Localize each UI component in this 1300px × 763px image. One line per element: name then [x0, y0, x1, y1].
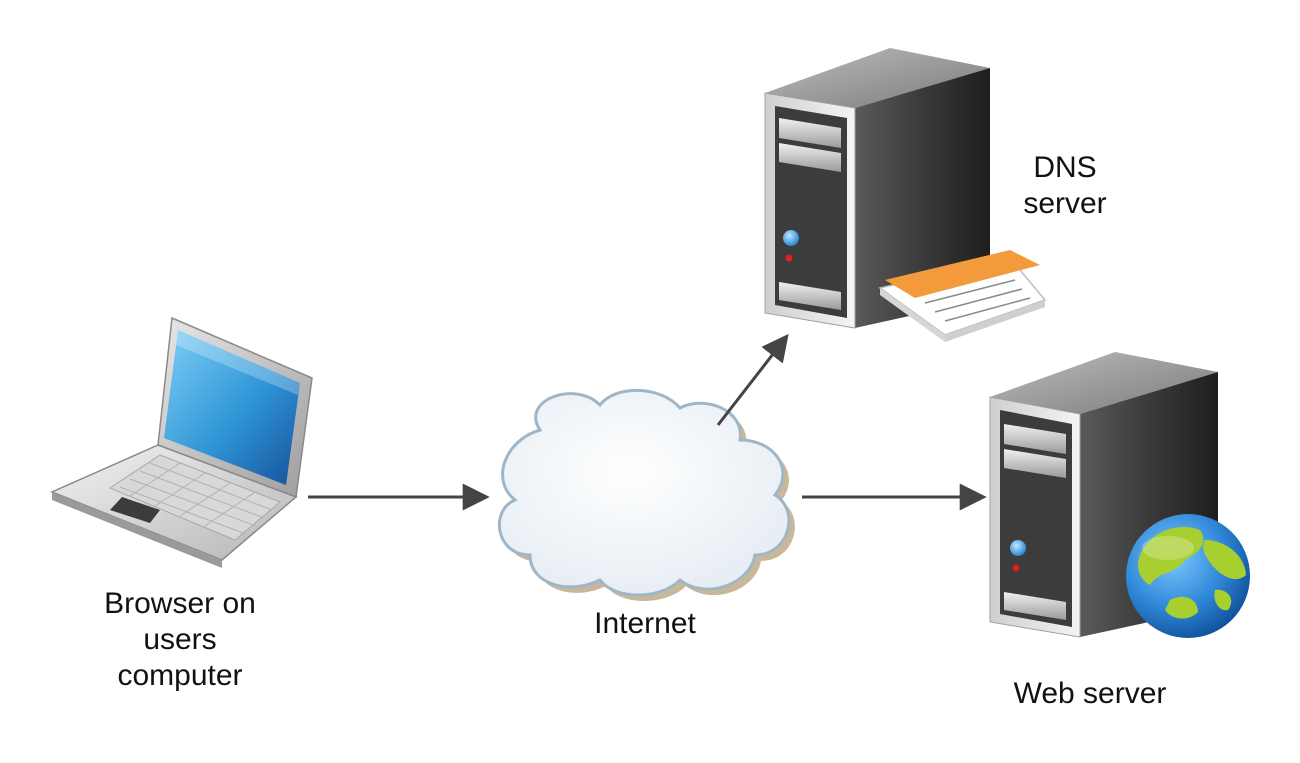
- dns-label-line: DNS: [1033, 151, 1097, 184]
- document-icon: [878, 250, 1047, 342]
- laptop-label: Browser on users computer: [60, 586, 300, 694]
- globe-icon: [1126, 514, 1250, 638]
- laptop-label-line: Browser on: [104, 587, 256, 620]
- internet-label: Internet: [594, 607, 696, 640]
- laptop-label-line: computer: [117, 659, 243, 692]
- dns-server-label: DNS server: [990, 150, 1140, 222]
- web-server-label: Web server: [1013, 677, 1167, 710]
- connection-arrows: [308, 333, 987, 511]
- arrow-internet-to-dns: [716, 333, 789, 426]
- dns-label-line: server: [1023, 187, 1107, 220]
- cloud-icon: [498, 388, 795, 601]
- laptop-label-line: users: [143, 623, 217, 656]
- laptop-icon: [50, 316, 313, 568]
